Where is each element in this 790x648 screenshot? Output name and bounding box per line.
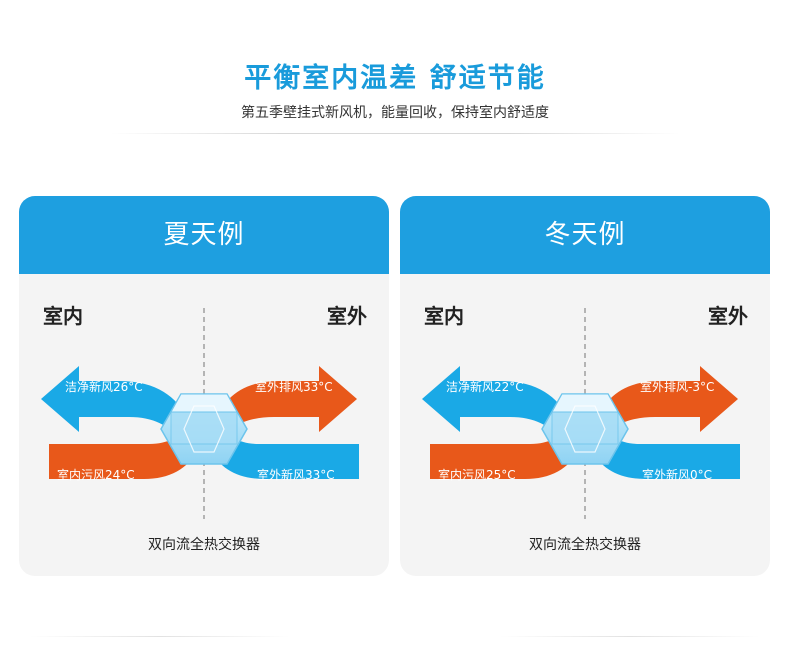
exchanger-caption: 双向流全热交换器 <box>529 537 641 553</box>
winter-example-card: 冬天例 室内 室外 洁净新风22°C 室外排风-3°C <box>400 196 770 576</box>
outdoor-fresh-arrow <box>592 429 740 479</box>
outdoor-fresh-arrow <box>211 429 359 479</box>
indoor-dirty-arrow <box>49 429 197 479</box>
outdoor-exhaust-arrow <box>595 366 738 439</box>
header-divider <box>110 133 680 134</box>
card-title: 冬天例 <box>400 196 770 274</box>
bottom-divider-left <box>30 636 290 637</box>
airflow-graphic <box>41 308 359 519</box>
indoor-label: 室内 <box>424 304 464 328</box>
airflow-graphic <box>422 308 740 519</box>
bottom-divider-right <box>500 636 760 637</box>
outdoor-exhaust-label: 室外排风33°C <box>255 380 333 394</box>
page-header: 平衡室内温差 舒适节能 第五季壁挂式新风机，能量回收，保持室内舒适度 <box>0 0 790 150</box>
indoor-dirty-label: 室内污风24°C <box>57 468 135 482</box>
airflow-diagram: 室内 室外 洁净新风26°C 室外排风33°C 室内污风24°C 室外新风33°… <box>19 274 389 576</box>
heat-exchanger-icon <box>160 393 248 465</box>
clean-air-label: 洁净新风26°C <box>65 380 143 394</box>
outdoor-label: 室外 <box>327 304 367 328</box>
outdoor-label: 室外 <box>708 304 748 328</box>
indoor-dirty-arrow <box>430 429 578 479</box>
clean-air-arrow <box>41 366 189 439</box>
clean-air-label: 洁净新风22°C <box>446 380 524 394</box>
outdoor-fresh-label: 室外新风33°C <box>257 468 335 482</box>
airflow-diagram: 室内 室外 洁净新风22°C 室外排风-3°C 室内污风25°C 室外新风0°C <box>400 274 770 576</box>
indoor-dirty-label: 室内污风25°C <box>438 468 516 482</box>
outdoor-exhaust-arrow <box>214 366 357 439</box>
outdoor-fresh-label: 室外新风0°C <box>642 468 713 482</box>
heat-exchanger-icon <box>541 393 629 465</box>
exchanger-caption: 双向流全热交换器 <box>148 537 260 553</box>
outdoor-exhaust-label: 室外排风-3°C <box>640 380 715 394</box>
page-subtitle: 第五季壁挂式新风机，能量回收，保持室内舒适度 <box>241 105 549 121</box>
page-title: 平衡室内温差 舒适节能 <box>244 63 546 94</box>
summer-example-card: 夏天例 <box>19 196 389 576</box>
card-title: 夏天例 <box>19 196 389 274</box>
indoor-label: 室内 <box>43 304 83 328</box>
clean-air-arrow <box>422 366 570 439</box>
